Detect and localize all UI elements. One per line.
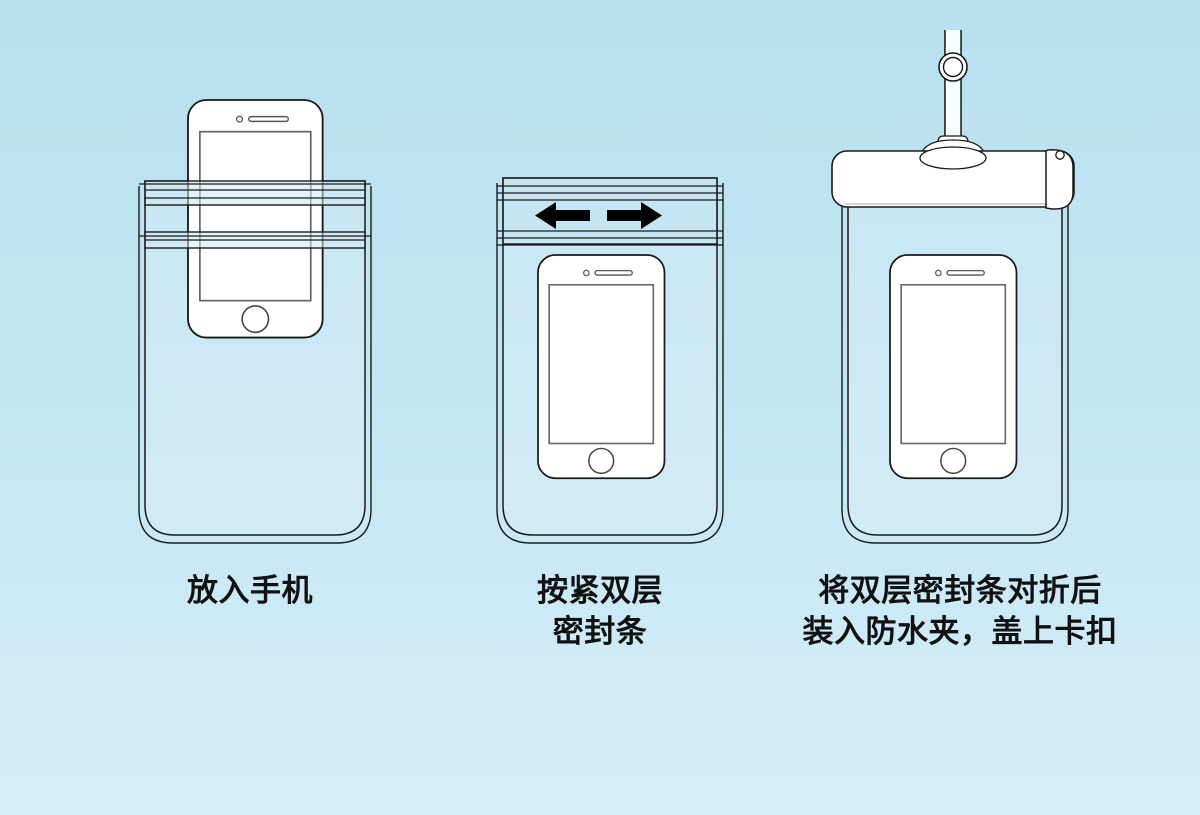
phone-1 xyxy=(187,99,324,339)
step-2-caption: 按紧双层 密封条 xyxy=(537,573,663,650)
step-1-caption: 放入手机 xyxy=(187,573,313,608)
waterproof-clip-icon xyxy=(831,139,1075,208)
arrow-right-icon xyxy=(607,202,662,229)
lanyard-ring-icon xyxy=(938,52,968,82)
step-3-caption: 将双层密封条对折后 装入防水夹，盖上卡扣 xyxy=(802,573,1118,650)
phone-2 xyxy=(537,254,666,480)
seal-strip-1 xyxy=(139,180,371,249)
step-3-illustration xyxy=(831,30,1075,544)
phone-3 xyxy=(889,254,1018,480)
lanyard-icon xyxy=(937,30,969,157)
step-2-illustration xyxy=(496,177,724,544)
step-1-illustration xyxy=(138,99,372,544)
clip-latch xyxy=(1045,149,1074,210)
arrow-left-icon xyxy=(535,202,590,229)
